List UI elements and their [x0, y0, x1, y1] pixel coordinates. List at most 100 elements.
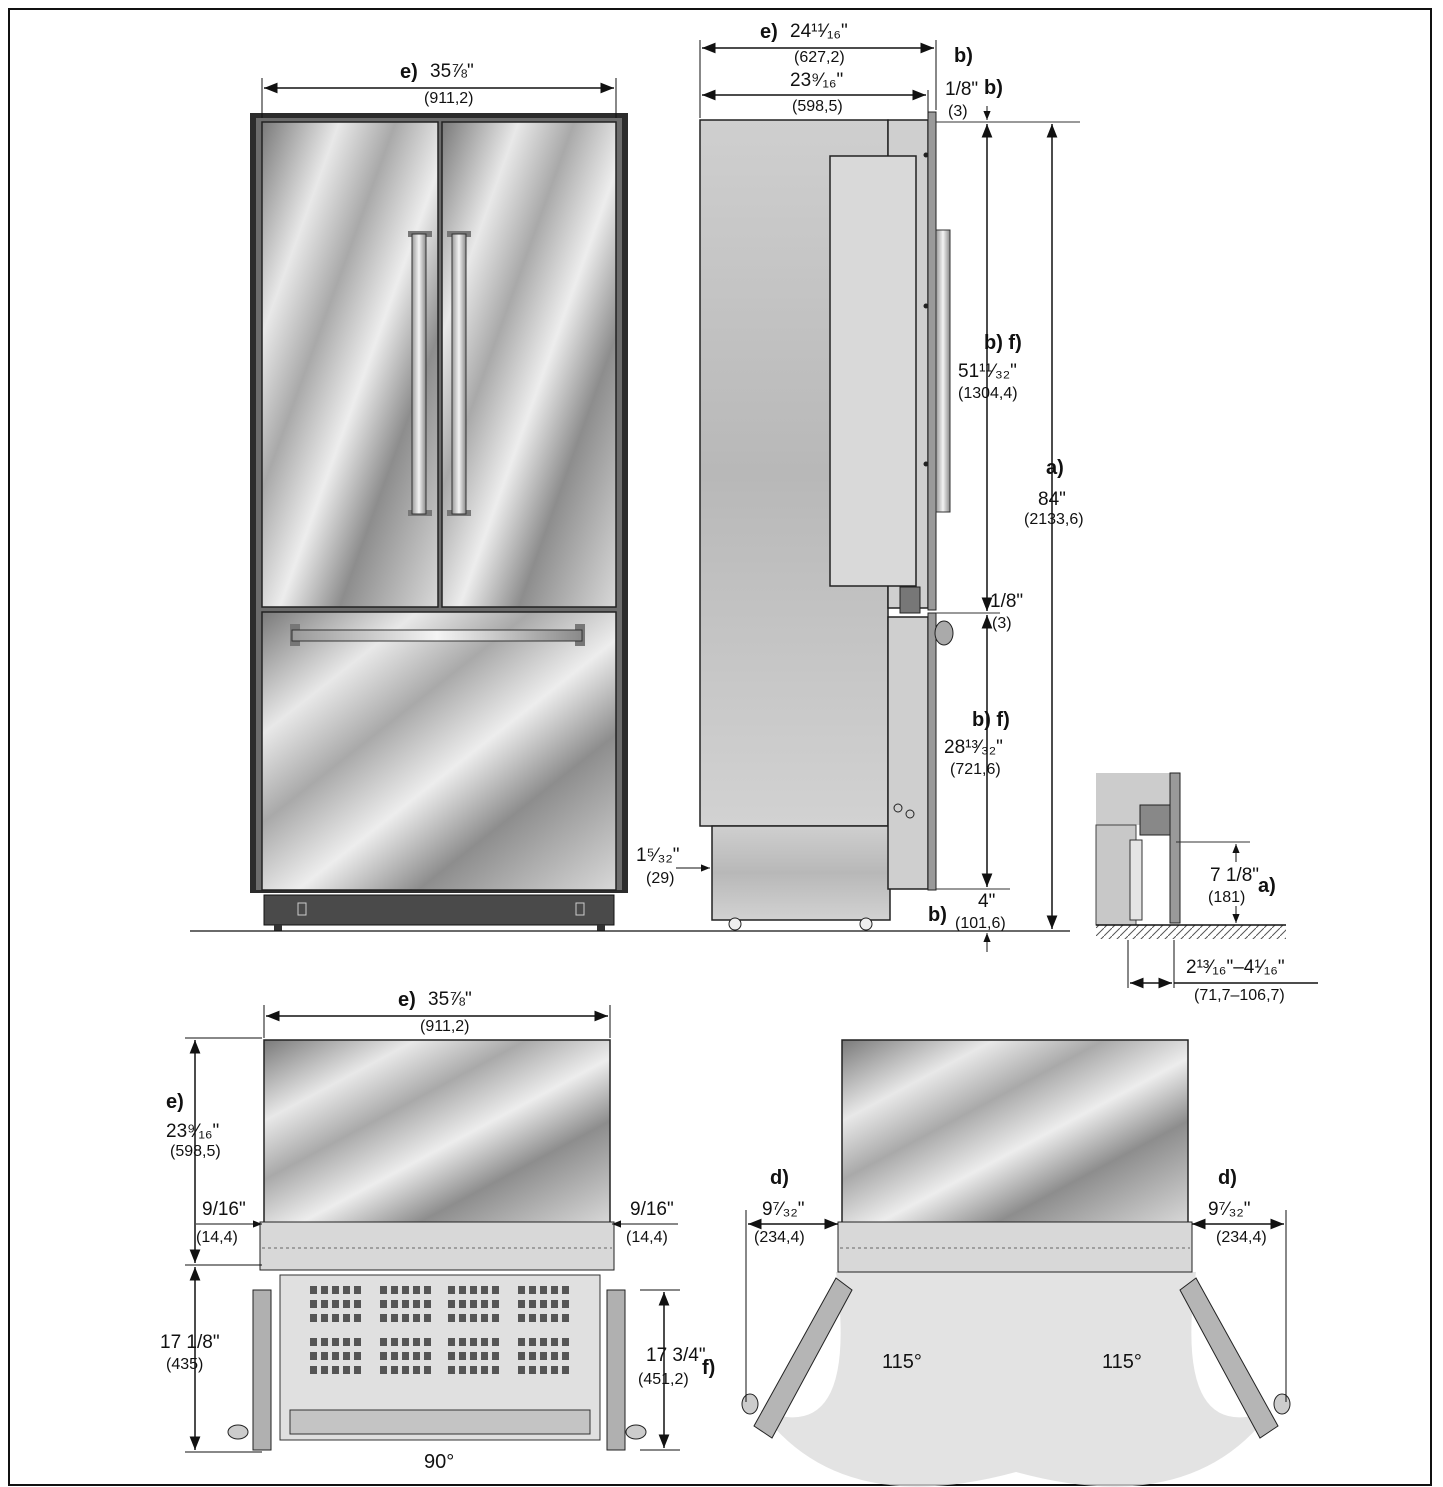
plan115-left-angle: 115° [882, 1351, 922, 1373]
vent-slot [492, 1366, 499, 1374]
vent-slot [402, 1300, 409, 1308]
vent-slot [332, 1338, 339, 1346]
side-middle-gap-value: 1/8" [990, 591, 1024, 612]
plan90-left-offset-value: 9/16" [202, 1199, 246, 1220]
vent-slot [343, 1352, 350, 1360]
vent-slot [380, 1314, 387, 1322]
vent-slot [354, 1366, 361, 1374]
vent-slot [492, 1286, 499, 1294]
vent-slot [343, 1366, 350, 1374]
plan90-depth-key: e) [166, 1091, 184, 1113]
vent-slot [402, 1314, 409, 1322]
vent-slot [391, 1366, 398, 1374]
vent-slot [562, 1286, 569, 1294]
side-upper-door-value: 51¹¹⁄₃₂" [958, 361, 1017, 382]
vent-slot [459, 1314, 466, 1322]
side-depth-mm: (627,2) [794, 49, 845, 66]
vent-slot [481, 1300, 488, 1308]
vent-grid [310, 1286, 569, 1374]
detail-height-value: 7 1/8" [1210, 865, 1260, 886]
plan90-right-offset-mm: (14,4) [626, 1229, 668, 1246]
plan90-width-key: e) [398, 989, 416, 1011]
vent-slot [529, 1300, 536, 1308]
vent-slot [310, 1352, 317, 1360]
plan115-right-key: d) [1218, 1167, 1237, 1189]
vent-slot [321, 1286, 328, 1294]
detail-height-mm: (181) [1208, 889, 1246, 906]
side-recess-mm: (29) [646, 870, 675, 887]
plan90-door-inner-key: f) [702, 1357, 716, 1379]
vent-slot [321, 1300, 328, 1308]
vent-slot [391, 1352, 398, 1360]
vent-slot [380, 1352, 387, 1360]
vent-slot [413, 1352, 420, 1360]
vent-slot [481, 1352, 488, 1360]
vent-slot [310, 1338, 317, 1346]
vent-slot [481, 1314, 488, 1322]
vent-slot [343, 1314, 350, 1322]
vent-slot [354, 1300, 361, 1308]
side-bottom-mm: (101,6) [955, 915, 1006, 932]
vent-slot [470, 1314, 477, 1322]
vent-slot [540, 1286, 547, 1294]
vent-slot [321, 1338, 328, 1346]
side-upper-door-key: b) f) [984, 332, 1022, 354]
vent-slot [391, 1338, 398, 1346]
side-depth-value: 24¹¹⁄₁₆" [790, 21, 848, 42]
vent-slot [459, 1286, 466, 1294]
plan115-right-value: 9⁷⁄₃₂" [1208, 1199, 1251, 1220]
vent-slot [540, 1338, 547, 1346]
vent-slot [562, 1338, 569, 1346]
plan90-width-value: 35⅞" [428, 989, 472, 1010]
vent-slot [380, 1286, 387, 1294]
side-view [676, 40, 1080, 952]
vent-slot [310, 1286, 317, 1294]
vent-slot [459, 1352, 466, 1360]
front-width-key: e) [400, 61, 418, 83]
plan-view-115 [741, 1039, 1291, 1487]
plan90-right-offset-value: 9/16" [630, 1199, 674, 1220]
vent-slot [481, 1286, 488, 1294]
vent-slot [459, 1366, 466, 1374]
vent-slot [481, 1338, 488, 1346]
vent-slot [529, 1352, 536, 1360]
vent-slot [492, 1314, 499, 1322]
side-lower-door-key: b) f) [972, 709, 1010, 731]
side-top-gap-mm: (3) [948, 103, 968, 120]
vent-slot [551, 1314, 558, 1322]
vent-slot [448, 1314, 455, 1322]
vent-slot [402, 1338, 409, 1346]
vent-slot [380, 1300, 387, 1308]
vent-slot [448, 1366, 455, 1374]
vent-slot [518, 1338, 525, 1346]
vent-slot [562, 1352, 569, 1360]
vent-slot [551, 1366, 558, 1374]
vent-slot [332, 1286, 339, 1294]
vent-slot [343, 1286, 350, 1294]
vent-slot [354, 1286, 361, 1294]
plan90-left-offset-mm: (14,4) [196, 1229, 238, 1246]
vent-slot [529, 1366, 536, 1374]
side-depth-key: e) [760, 21, 778, 43]
side-height-mm: (2133,6) [1024, 511, 1084, 528]
vent-slot [343, 1300, 350, 1308]
vent-slot [448, 1286, 455, 1294]
vent-slot [413, 1338, 420, 1346]
plan115-right-angle: 115° [1102, 1351, 1142, 1373]
vent-slot [459, 1338, 466, 1346]
vent-slot [402, 1352, 409, 1360]
left-door [261, 121, 439, 608]
door-handles [290, 231, 585, 646]
side-lower-door-value: 28¹³⁄₃₂" [944, 737, 1003, 758]
side-cabinet-depth-mm: (598,5) [792, 98, 843, 115]
side-bottom-value: 4" [978, 891, 996, 912]
plan90-angle: 90° [424, 1451, 455, 1473]
vent-slot [562, 1314, 569, 1322]
plan90-depth-value: 23⁹⁄₁₆" [166, 1121, 220, 1142]
vent-slot [413, 1366, 420, 1374]
vent-slot [562, 1366, 569, 1374]
vent-slot [354, 1352, 361, 1360]
vent-slot [391, 1286, 398, 1294]
side-top-gap-value: 1/8" [945, 79, 979, 100]
